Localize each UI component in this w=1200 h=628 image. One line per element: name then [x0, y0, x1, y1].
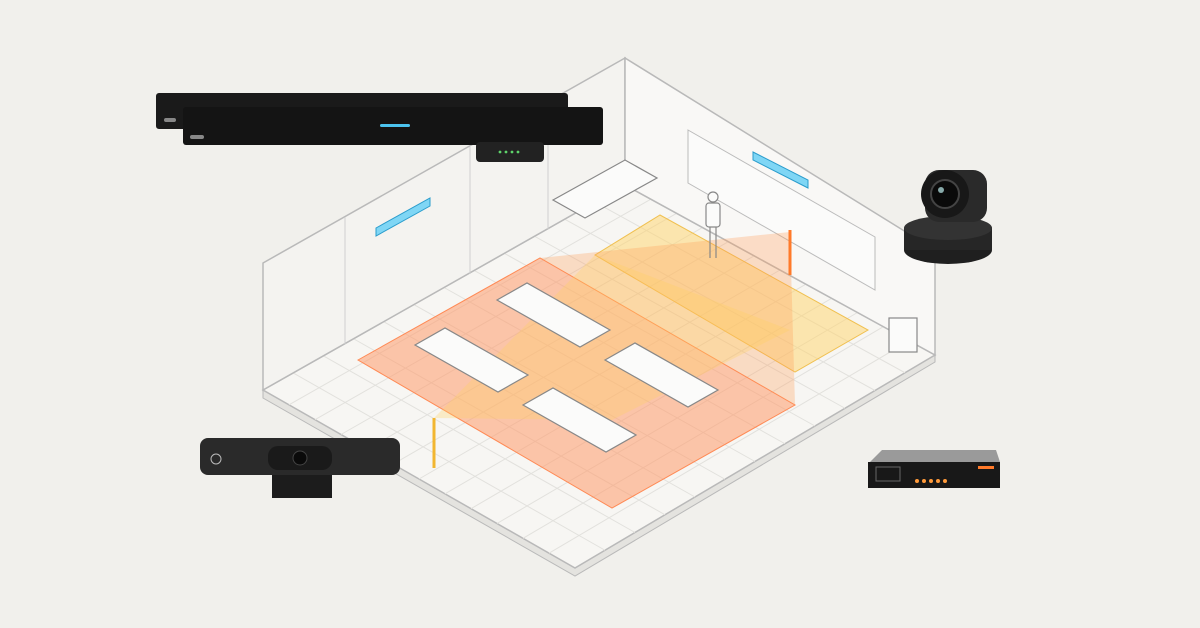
furniture [413, 159, 918, 453]
ceiling-mic-bar-left [375, 197, 431, 237]
coverage-zone-yellow [594, 214, 870, 373]
cabinet [888, 317, 918, 353]
soundbar-front [183, 107, 603, 145]
student-table [603, 342, 720, 408]
camera-cone-yellow [434, 255, 790, 420]
coverage [356, 214, 870, 509]
front-table [551, 159, 659, 219]
usb-webcam [200, 438, 400, 498]
camera-cone-orange [540, 232, 795, 405]
floor-tile-line [548, 340, 910, 554]
whiteboard [687, 129, 876, 291]
control-box [868, 450, 1000, 488]
network-hub [476, 142, 544, 162]
student-table [495, 282, 612, 348]
student-table [521, 387, 638, 453]
coverage-zone-orange [356, 257, 797, 509]
student-table [413, 327, 530, 393]
presenter [705, 191, 721, 258]
ceiling-mic-bar-right [752, 151, 809, 189]
ptz-camera [904, 170, 992, 264]
